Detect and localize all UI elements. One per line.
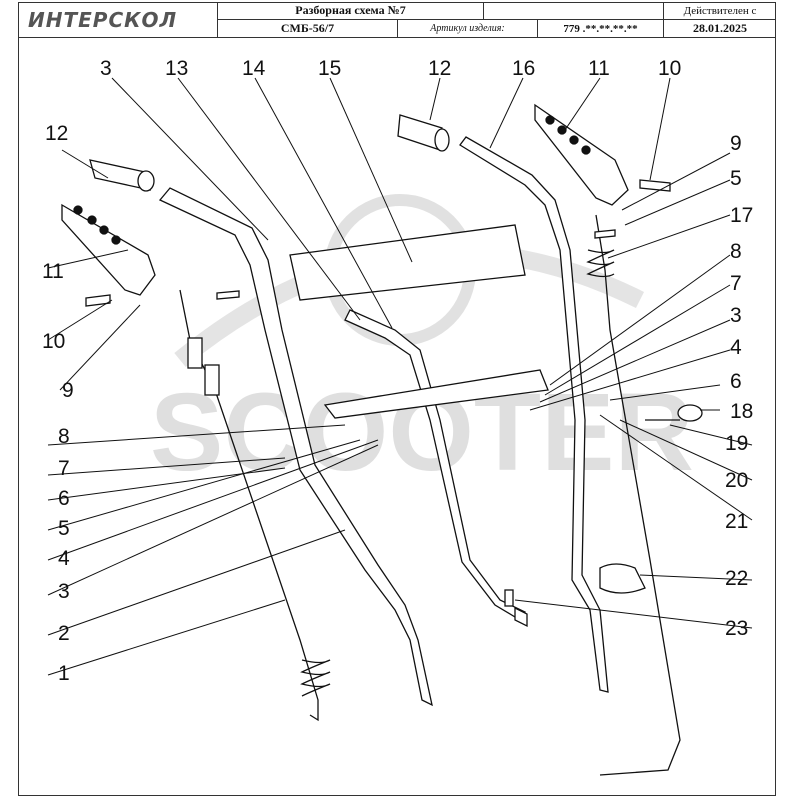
callout-18: 18 [730, 400, 753, 423]
callout-1: 1 [58, 662, 70, 685]
callouts: 3 13 14 15 12 16 11 10 12 9 5 17 8 11 7 … [42, 57, 753, 685]
callout-10-left: 10 [42, 330, 65, 353]
callout-6-right: 6 [730, 370, 742, 393]
callout-8-right: 8 [730, 240, 742, 263]
bottom-plate [323, 369, 549, 419]
header-empty-cell [484, 2, 664, 20]
callout-19: 19 [725, 432, 748, 455]
callout-7-right: 7 [730, 272, 742, 295]
callout-21: 21 [725, 510, 748, 533]
scheme-title: Разборная схема №7 [218, 2, 484, 20]
right-grip-end [434, 128, 450, 152]
callout-2: 2 [58, 622, 70, 645]
callout-20: 20 [725, 469, 748, 492]
title-block: ИНТЕРСКОЛ Разборная схема №7 Действителе… [18, 2, 776, 38]
callout-11-right: 11 [588, 57, 610, 80]
left-grip-end [137, 170, 155, 192]
small-bolt-right [594, 229, 616, 239]
leader-lines [47, 77, 753, 676]
model-name: СМБ-56/7 [218, 20, 398, 38]
right-cable [595, 214, 681, 776]
valid-from-label: Действителен с [664, 2, 776, 20]
article-label: Артикул изделия: [398, 20, 538, 38]
left-cable-sleeve [187, 337, 203, 369]
bolt-right [639, 179, 671, 192]
cross-plate [289, 224, 526, 301]
cross-bar-cap [514, 606, 528, 628]
left-lever [61, 203, 156, 296]
callout-23: 23 [725, 617, 748, 640]
callout-3-right: 3 [730, 304, 742, 327]
bolt-left [85, 294, 111, 307]
small-bolt [216, 290, 240, 300]
callout-10-right: 10 [658, 57, 681, 80]
brand-logo-text: ИНТЕРСКОЛ [28, 8, 178, 32]
callout-6-left: 6 [58, 487, 70, 510]
right-handle-tube [459, 136, 609, 693]
callout-4-left: 4 [58, 547, 70, 570]
callout-16: 16 [512, 57, 535, 80]
callout-11-left: 11 [42, 260, 64, 283]
right-cable-spring [586, 249, 615, 278]
callout-17: 17 [730, 204, 753, 227]
callout-9-right: 9 [730, 132, 742, 155]
callout-13: 13 [165, 57, 188, 80]
callout-5-right: 5 [730, 167, 742, 190]
valid-from-date: 28.01.2025 [664, 20, 776, 38]
bolt-23 [504, 589, 514, 607]
drawing-frame [18, 2, 776, 796]
callout-3-top: 3 [100, 57, 112, 80]
article-value: 779 .**.**.**.** [538, 20, 664, 38]
left-cable-spring [300, 659, 331, 697]
callout-5-left: 5 [58, 517, 70, 540]
left-cable-sleeve-2 [204, 364, 220, 396]
clamp [599, 563, 646, 594]
parts [61, 103, 703, 776]
callout-15: 15 [318, 57, 341, 80]
callout-12-left: 12 [45, 122, 68, 145]
callout-14: 14 [242, 57, 266, 80]
callout-9-left: 9 [62, 379, 74, 402]
callout-12-right: 12 [428, 57, 451, 80]
brand-logo: ИНТЕРСКОЛ [18, 2, 218, 38]
callout-3-left: 3 [58, 580, 70, 603]
callout-4-right: 4 [730, 336, 742, 359]
left-handle-tube [158, 187, 433, 707]
knob [677, 404, 703, 422]
callout-8-left: 8 [58, 425, 70, 448]
callout-7-left: 7 [58, 457, 70, 480]
callout-22: 22 [725, 567, 748, 590]
